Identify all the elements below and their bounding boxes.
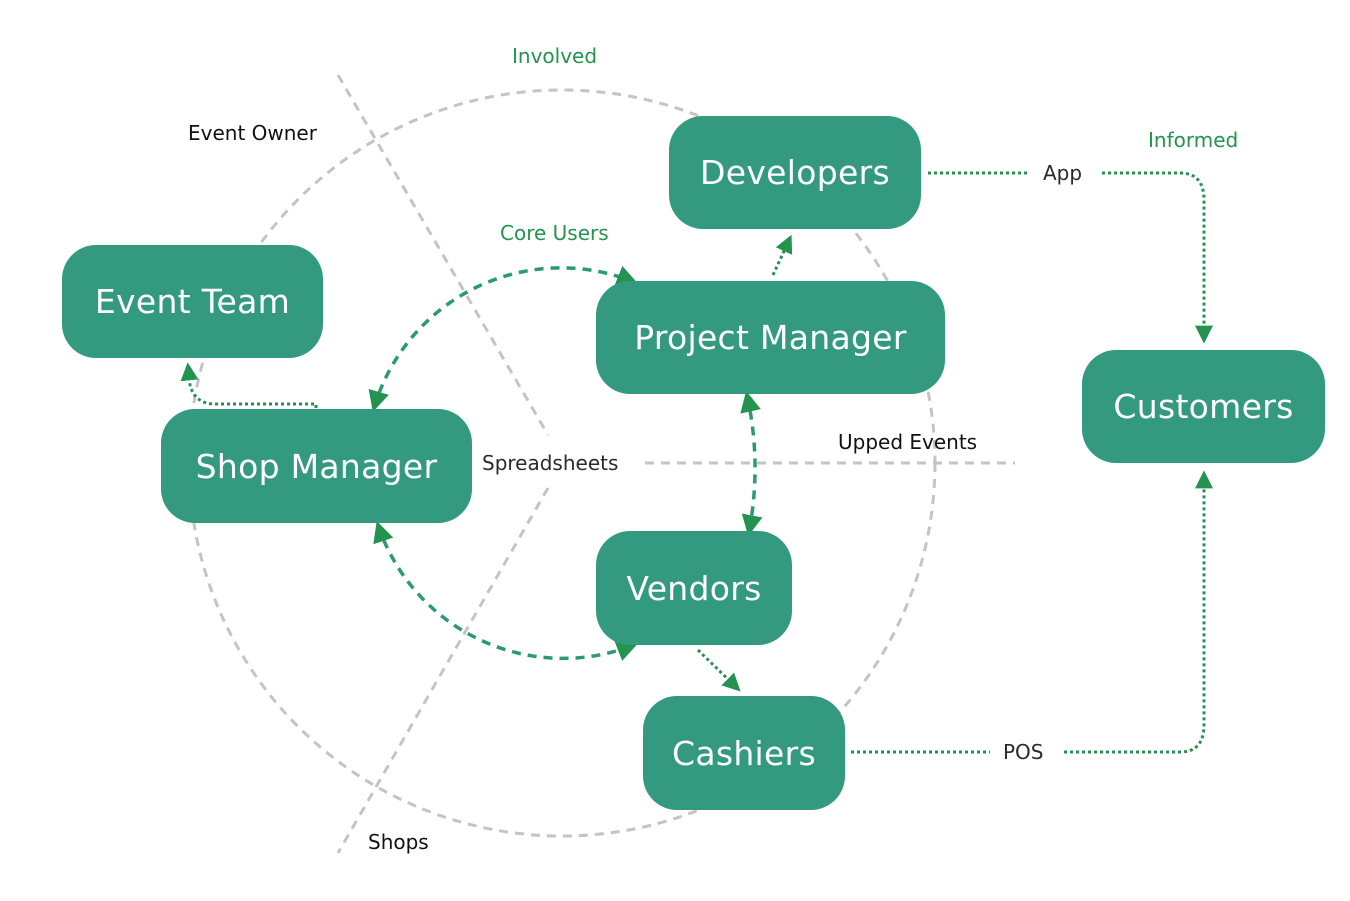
connector-label-app: App: [1043, 161, 1083, 185]
edge-project-manager-developers: [771, 234, 793, 276]
node-vendors-label: Vendors: [626, 568, 762, 608]
edge-pos-customers: [1064, 470, 1213, 754]
edge-shop-manager-project-manager: [368, 265, 638, 413]
edge-shop-manager-event-team: [180, 362, 318, 408]
node-developers[interactable]: Developers: [669, 116, 921, 229]
node-shop-manager[interactable]: Shop Manager: [161, 409, 472, 523]
node-customers[interactable]: Customers: [1082, 350, 1325, 463]
node-event-team[interactable]: Event Team: [62, 245, 323, 358]
node-project-manager[interactable]: Project Manager: [596, 281, 945, 394]
node-vendors[interactable]: Vendors: [596, 531, 792, 645]
connector-label-pos: POS: [1003, 740, 1044, 764]
node-project-manager-label: Project Manager: [634, 318, 907, 357]
divider-upper-diagonal: [336, 74, 550, 436]
edge-vendors-cashiers: [696, 648, 741, 692]
sector-label-event-owner: Event Owner: [188, 121, 317, 145]
sector-label-upped-events: Upped Events: [838, 430, 978, 454]
node-event-team-label: Event Team: [94, 282, 291, 321]
dotted-connectors: [180, 171, 1213, 754]
divider-lower-diagonal: [336, 487, 550, 854]
node-shop-manager-label: Shop Manager: [195, 446, 438, 486]
node-customers-label: Customers: [1113, 387, 1294, 426]
sector-label-spreadsheets: Spreadsheets: [482, 451, 619, 475]
node-cashiers[interactable]: Cashiers: [643, 696, 845, 810]
node-developers-label: Developers: [700, 153, 890, 192]
edge-app-customers: [1102, 171, 1213, 344]
sector-label-shops: Shops: [368, 830, 429, 854]
ring-label-core-users: Core Users: [500, 221, 609, 245]
node-cashiers-label: Cashiers: [671, 733, 816, 773]
ring-label-informed: Informed: [1148, 128, 1239, 152]
edge-project-manager-vendors: [740, 390, 763, 537]
ring-label-involved: Involved: [512, 44, 598, 68]
core-users-connectors: [368, 265, 763, 661]
